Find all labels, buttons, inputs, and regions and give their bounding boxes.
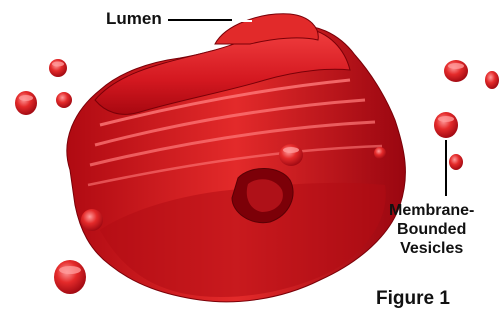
vesicle-top-left xyxy=(49,59,67,77)
membrane-bounded-vesicles-label: Membrane- Bounded Vesicles xyxy=(389,201,474,258)
vesicle-right-mid xyxy=(434,112,458,138)
vesicles-label-line-3: Vesicles xyxy=(389,239,474,258)
vesicle-bottom-left xyxy=(54,260,86,294)
vesicle-left xyxy=(15,91,37,115)
vesicle-right-top xyxy=(444,60,468,82)
figure-caption: Figure 1 xyxy=(376,288,450,310)
vesicle-center-top xyxy=(279,144,303,166)
vesicle-center-right xyxy=(374,147,386,159)
lumen-label: Lumen xyxy=(106,9,162,29)
vesicle-right-low xyxy=(449,154,463,170)
vesicle-mid-left xyxy=(81,209,103,231)
vesicle-right-edge xyxy=(485,71,499,89)
vesicles-label-line-2: Bounded xyxy=(389,220,474,239)
vesicle-left-2 xyxy=(56,92,72,108)
cisternae-stack xyxy=(67,14,406,302)
vesicles-label-line-1: Membrane- xyxy=(389,201,474,220)
